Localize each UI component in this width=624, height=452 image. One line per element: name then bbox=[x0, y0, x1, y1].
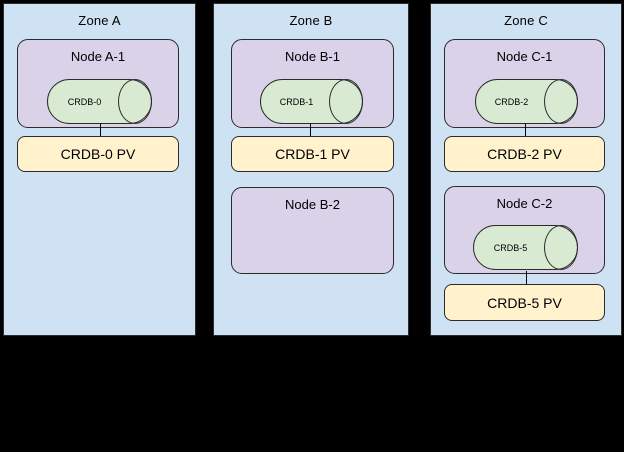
node-b1: Node B-1 CRDB-1 bbox=[231, 39, 394, 128]
node-b2: Node B-2 bbox=[231, 187, 394, 274]
crdb-2-pv: CRDB-2 PV bbox=[444, 136, 605, 172]
node-c2: Node C-2 CRDB-5 bbox=[444, 186, 605, 274]
zone-a: Zone A Node A-1 CRDB-0 CRDB-0 PV bbox=[3, 3, 196, 336]
crdb-0-pv: CRDB-0 PV bbox=[17, 136, 179, 172]
zone-b-label: Zone B bbox=[289, 13, 333, 28]
zone-b: Zone B Node B-1 CRDB-1 CRDB-1 PV Node B-… bbox=[213, 3, 409, 336]
zone-c: Zone C Node C-1 CRDB-2 CRDB-2 PV Node C-… bbox=[430, 3, 622, 336]
pod-pv-connector bbox=[525, 123, 526, 136]
crdb-1-pv: CRDB-1 PV bbox=[231, 136, 394, 172]
crdb-0-pod-label: CRDB-0 bbox=[67, 96, 102, 107]
crdb-1-pod-label: CRDB-1 bbox=[279, 96, 314, 107]
crdb-5-pv: CRDB-5 PV bbox=[444, 284, 605, 321]
zone-a-label: Zone A bbox=[78, 13, 121, 28]
node-c1: Node C-1 CRDB-2 bbox=[444, 39, 605, 128]
cylinder-cap-icon bbox=[544, 79, 578, 124]
crdb-2-pod-cylinder: CRDB-2 bbox=[475, 79, 578, 124]
node-a1: Node A-1 CRDB-0 bbox=[17, 39, 179, 128]
node-a1-label: Node A-1 bbox=[70, 49, 126, 64]
node-b1-label: Node B-1 bbox=[285, 49, 340, 64]
crdb-0-pod-cylinder: CRDB-0 bbox=[47, 79, 152, 124]
crdb-1-pod-cylinder: CRDB-1 bbox=[260, 79, 363, 124]
crdb-5-pod-label: CRDB-5 bbox=[493, 242, 528, 253]
pod-pv-connector bbox=[310, 123, 311, 136]
cylinder-cap-icon bbox=[329, 79, 363, 124]
zone-c-label: Zone C bbox=[504, 13, 548, 28]
cylinder-cap-icon bbox=[118, 79, 152, 124]
pod-pv-connector bbox=[526, 271, 527, 284]
node-c1-label: Node C-1 bbox=[496, 49, 553, 64]
cylinder-cap-icon bbox=[544, 225, 578, 270]
node-c2-label: Node C-2 bbox=[496, 196, 553, 211]
crdb-2-pod-label: CRDB-2 bbox=[494, 96, 529, 107]
crdb-5-pod-cylinder: CRDB-5 bbox=[473, 225, 578, 270]
pod-pv-connector bbox=[100, 123, 101, 136]
node-b2-label: Node B-2 bbox=[285, 197, 340, 212]
